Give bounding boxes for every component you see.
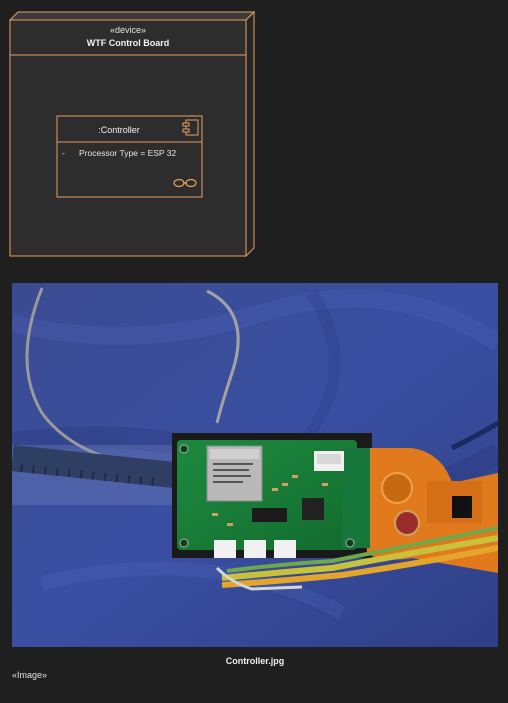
controller-photo-drawing [12, 283, 498, 647]
device-node-top-face [8, 11, 256, 21]
controller-photo[interactable] [12, 283, 498, 647]
controller-attribute-row: - Processor Type = ESP 32 [62, 148, 176, 158]
device-stereotype: «device» [109, 25, 147, 35]
linked-element-icon [173, 178, 197, 188]
controller-component-box [56, 115, 203, 198]
attribute-text: Processor Type = ESP 32 [79, 148, 177, 158]
device-node-side-face [245, 10, 255, 258]
controller-component-name: :Controller [98, 125, 140, 135]
device-name: WTF Control Board [86, 38, 170, 48]
image-stereotype: «Image» [12, 670, 48, 680]
photo-caption: Controller.jpg [225, 656, 285, 666]
component-icon [182, 119, 199, 136]
attribute-visibility: - [62, 148, 65, 158]
controller-component[interactable] [56, 115, 203, 198]
